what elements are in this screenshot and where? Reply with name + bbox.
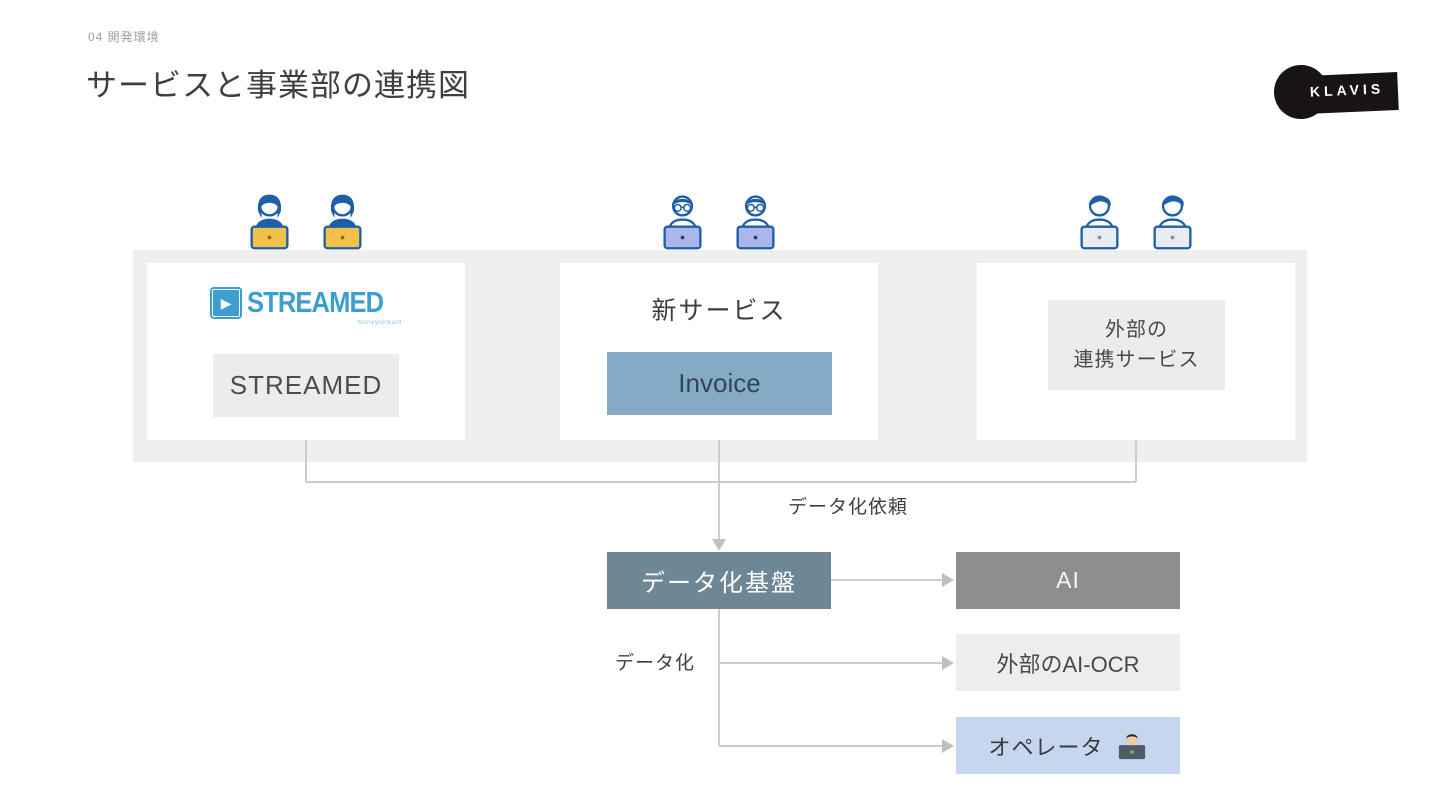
male-worker-gray-laptop-icon	[1153, 195, 1192, 250]
female-worker-yellow-laptop-icon	[250, 194, 289, 250]
data-platform-box: データ化基盤	[607, 552, 831, 609]
male-worker-glasses-blue-laptop-icon	[663, 195, 702, 250]
arrowhead-down-icon	[712, 539, 726, 551]
new-service-team-icons	[659, 190, 779, 254]
arrowhead-right-icon	[942, 739, 954, 753]
ai-target-box: AI	[956, 552, 1180, 609]
external-services-box: 外部の 連携サービス	[1048, 300, 1225, 390]
invoice-box: Invoice	[607, 352, 832, 415]
streamed-logo: ▶ STREAMED Moneyforward	[147, 287, 465, 326]
klavis-logo: KLAVIS	[1274, 63, 1400, 121]
arrowhead-right-icon	[942, 656, 954, 670]
streamed-team-icons	[246, 190, 366, 254]
operator-target-box: オペレータ	[956, 717, 1180, 774]
male-worker-gray-laptop-icon	[1080, 195, 1119, 250]
data-conversion-label: データ化	[614, 653, 695, 674]
slide-section-number: 04 開発環境	[88, 30, 160, 44]
operator-label: オペレータ	[988, 734, 1104, 760]
external-ai-ocr-target-box: 外部のAI-OCR	[956, 634, 1180, 691]
service-card-external: 外部の 連携サービス	[977, 263, 1295, 440]
female-worker-yellow-laptop-icon	[323, 194, 362, 250]
streamed-logo-tagline: Moneyforward	[357, 320, 402, 326]
data-request-label: データ化依頼	[788, 497, 909, 518]
service-card-new-service: 新サービス Invoice	[560, 263, 878, 440]
operator-at-laptop-icon	[1118, 733, 1145, 759]
page-title: サービスと事業部の連携図	[86, 68, 470, 103]
male-worker-glasses-blue-laptop-icon	[736, 195, 775, 250]
external-services-line2: 連携サービス	[1073, 349, 1200, 371]
arrowhead-right-icon	[942, 573, 954, 587]
streamed-label-box: STREAMED	[213, 354, 399, 417]
service-card-streamed: ▶ STREAMED Moneyforward STREAMED	[147, 263, 465, 440]
external-team-icons	[1076, 190, 1196, 254]
streamed-play-badge-icon: ▶	[210, 287, 243, 319]
new-service-heading: 新サービス	[651, 297, 787, 325]
streamed-logo-text: STREAMED	[247, 287, 384, 319]
external-services-line1: 外部の	[1105, 319, 1168, 341]
